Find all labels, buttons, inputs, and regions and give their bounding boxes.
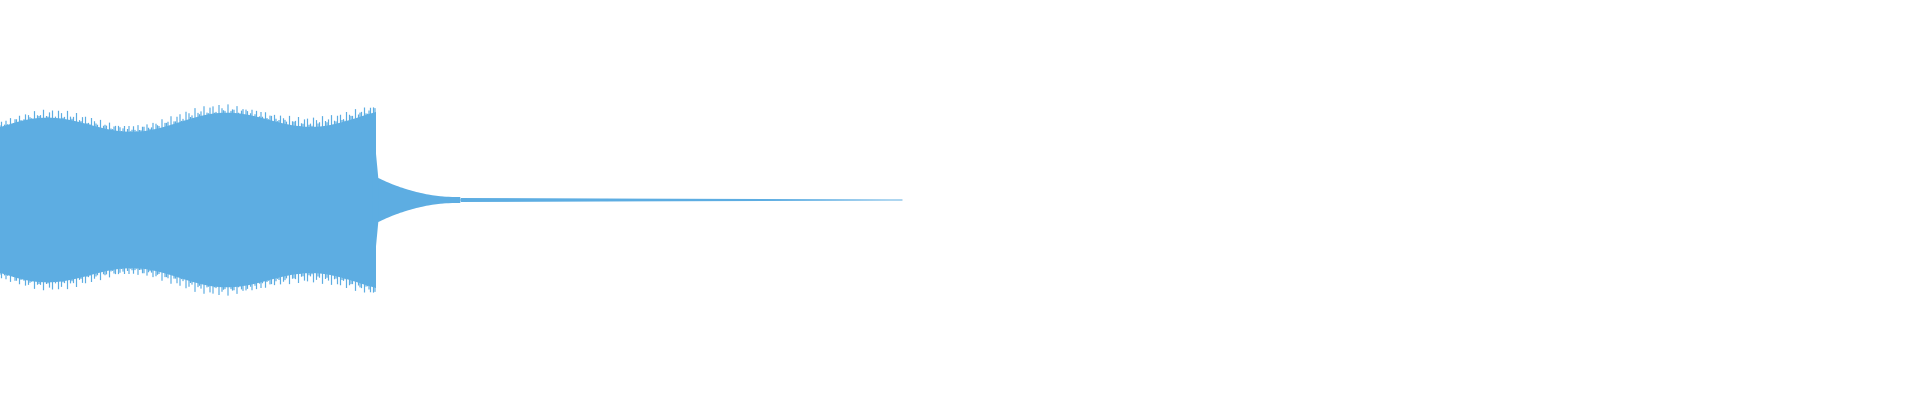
audio-waveform (0, 104, 903, 296)
